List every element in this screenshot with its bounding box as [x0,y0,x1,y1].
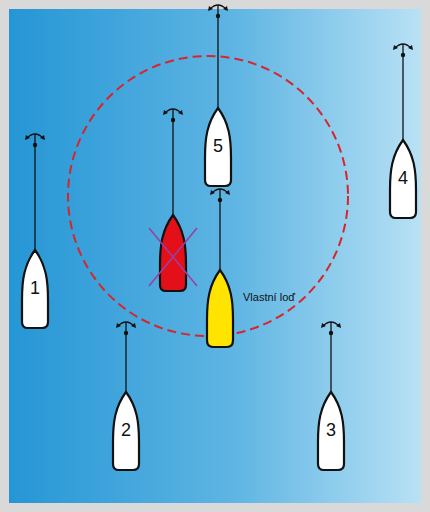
boat-number: 1 [22,278,48,298]
boat-outline [113,392,139,470]
swing-circle [68,56,348,336]
boat-number: 3 [318,420,344,440]
cross-mark [149,228,197,286]
red-boat [160,215,186,291]
boat: 4 [390,140,416,218]
boat-label: Vlastní loď [243,291,295,303]
boat: 2 [113,392,139,470]
boat: 5 [205,108,231,186]
boat-number: 4 [390,168,416,188]
boat-number: 5 [205,136,231,156]
boat: 3 [318,392,344,470]
water [9,9,421,503]
anchor-rodes [35,16,403,392]
boat-number: 2 [113,420,139,440]
boat-outline [205,108,231,186]
boat-outline [390,140,416,218]
own-boat [207,270,233,347]
boat-outline [318,392,344,470]
boat: 1 [22,250,48,328]
boat-outline [22,250,48,328]
